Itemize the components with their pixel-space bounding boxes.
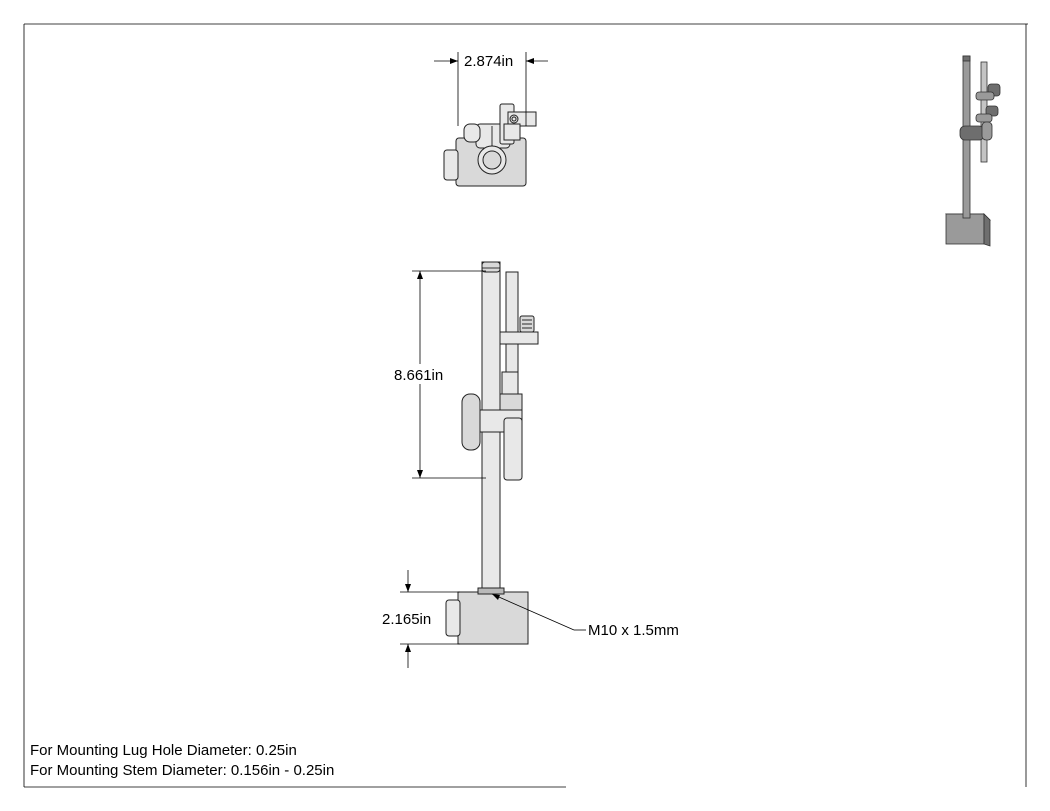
sheet-border bbox=[23, 23, 1028, 788]
isometric-view bbox=[945, 55, 1001, 247]
dimension-base-label: 2.165in bbox=[382, 611, 431, 628]
dimension-height-rod: 8.661in bbox=[392, 270, 486, 479]
front-view bbox=[445, 261, 539, 645]
thread-callout: M10 x 1.5mm bbox=[491, 593, 679, 639]
top-view bbox=[443, 103, 537, 187]
dimension-width-top: 2.874in bbox=[434, 52, 548, 126]
thread-callout-label: M10 x 1.5mm bbox=[588, 622, 679, 639]
dimension-height-base: 2.165in bbox=[382, 570, 460, 668]
dimension-width-label: 2.874in bbox=[464, 53, 513, 70]
notes: For Mounting Lug Hole Diameter: 0.25in F… bbox=[30, 742, 334, 779]
dimension-height-label: 8.661in bbox=[394, 367, 443, 384]
note-lug-hole: For Mounting Lug Hole Diameter: 0.25in bbox=[30, 742, 297, 759]
note-stem: For Mounting Stem Diameter: 0.156in - 0.… bbox=[30, 762, 334, 779]
